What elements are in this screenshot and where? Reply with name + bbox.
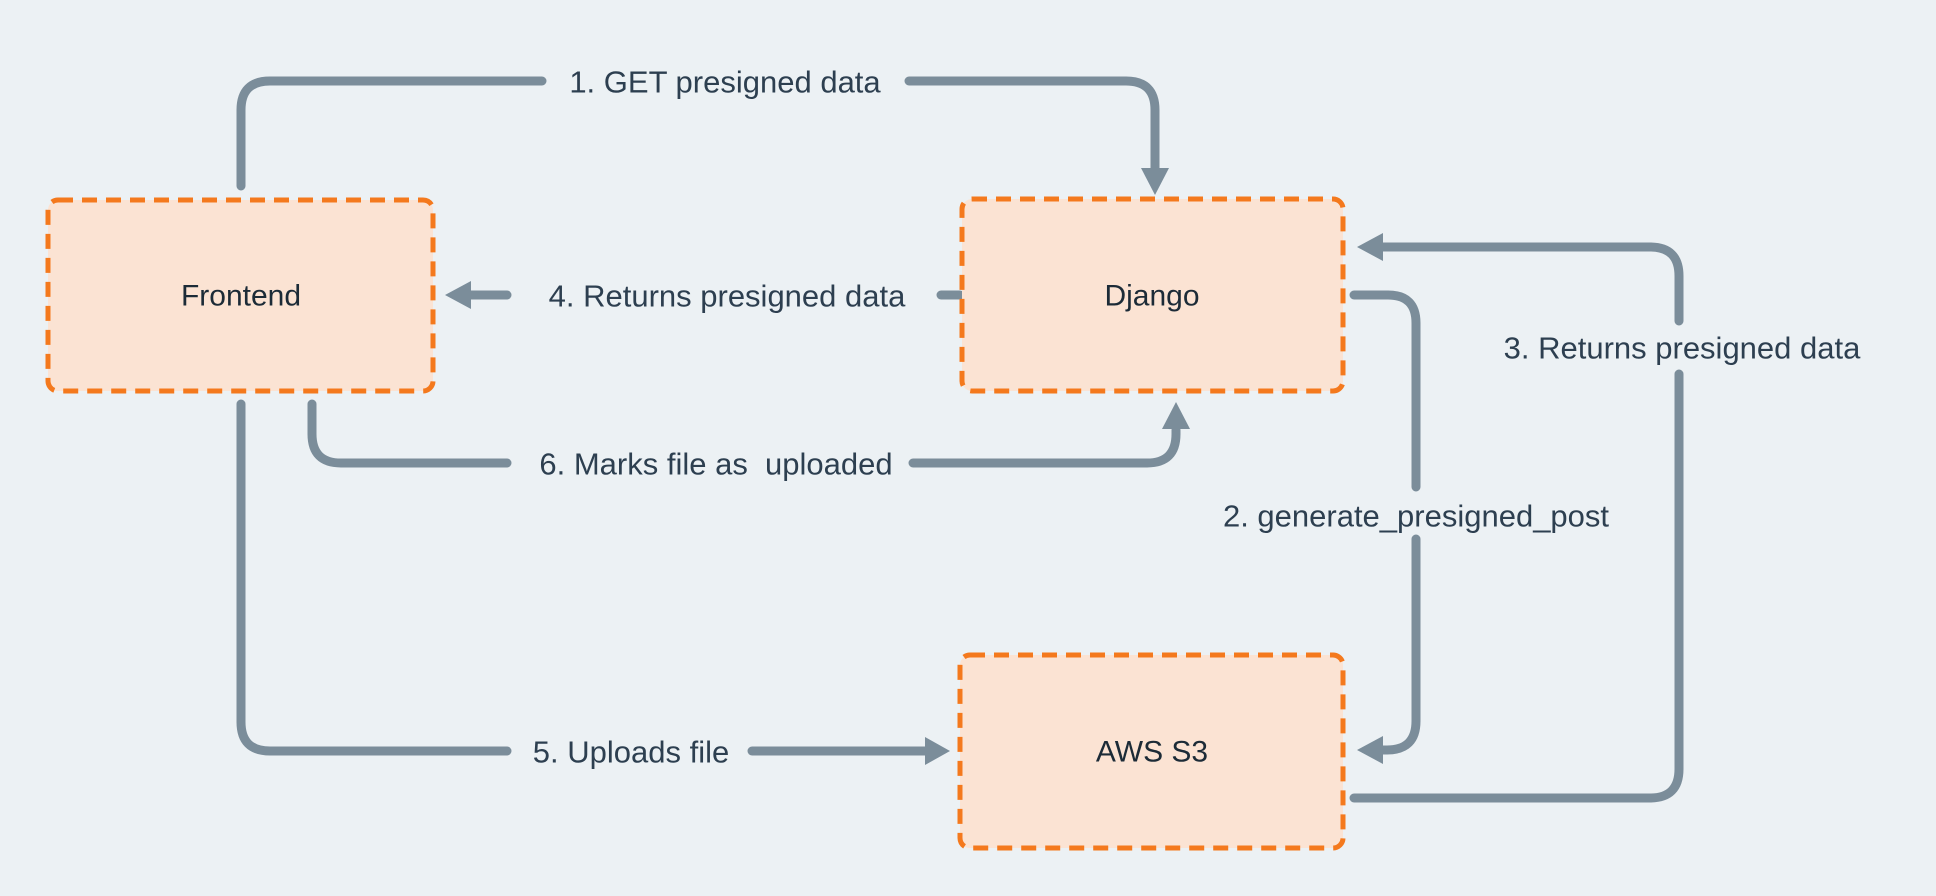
edge-2-generate-presigned-post: 2. generate_presigned_post [1223, 290, 1609, 764]
edge-3-line-start [1349, 369, 1684, 803]
edge-1-get-presigned-data: 1. GET presigned data [236, 65, 1169, 195]
edge-3-line-end [1378, 242, 1684, 326]
edge-5-uploads-file: 5. Uploads file [236, 399, 950, 770]
edge-1-line-start [236, 76, 547, 191]
edge-4-arrowhead [445, 281, 471, 309]
edge-3-arrowhead [1357, 233, 1383, 261]
edge-6-line-start [307, 399, 512, 468]
edge-6-arrowhead [1162, 402, 1190, 429]
node-aws-s3-label: AWS S3 [1096, 736, 1208, 769]
edge-2-line-start [1349, 290, 1421, 492]
edge-4-returns-presigned-data: 4. Returns presigned data [445, 279, 965, 314]
node-django-box [959, 196, 1346, 394]
edge-1-label: 1. GET presigned data [569, 65, 881, 100]
edge-2-label: 2. generate_presigned_post [1223, 499, 1609, 534]
edge-1-arrowhead [1141, 168, 1169, 195]
edge-1-line-end [904, 76, 1160, 173]
node-aws-s3-box [957, 652, 1346, 851]
edge-4-label: 4. Returns presigned data [549, 279, 906, 314]
edge-5-line-start [236, 399, 512, 756]
edge-3-returns-presigned-data: 3. Returns presigned data [1349, 233, 1861, 803]
edge-5-label: 5. Uploads file [533, 735, 729, 770]
node-aws-s3: AWS S3 [957, 652, 1346, 851]
edge-3-label: 3. Returns presigned data [1504, 331, 1861, 366]
edge-6-line-end [908, 425, 1181, 468]
edge-6-label: 6. Marks file as uploaded [539, 447, 892, 482]
node-frontend: Frontend [45, 197, 436, 394]
node-frontend-box [45, 197, 436, 394]
edge-6-marks-file-uploaded: 6. Marks file as uploaded [307, 399, 1190, 482]
node-django: Django [959, 196, 1346, 394]
edge-5-arrowhead [925, 737, 950, 765]
node-django-label: Django [1104, 280, 1199, 313]
edge-2-line-end [1378, 534, 1421, 755]
node-frontend-label: Frontend [181, 280, 301, 313]
edge-2-arrowhead [1357, 736, 1383, 764]
